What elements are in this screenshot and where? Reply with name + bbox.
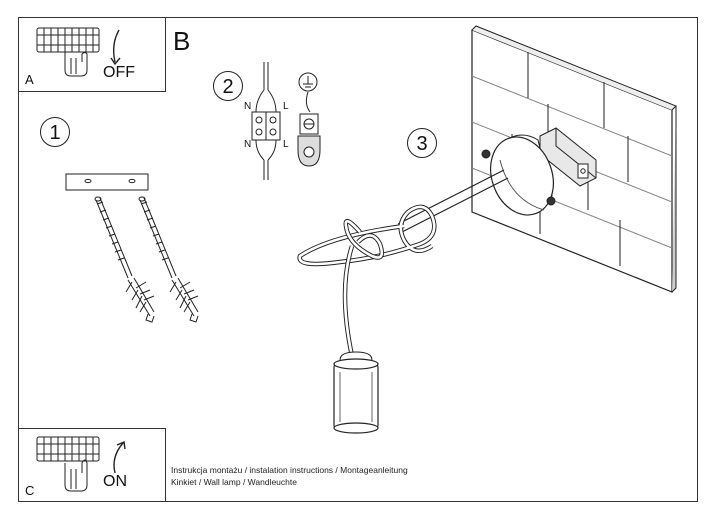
- mounting-bracket: [65, 173, 149, 191]
- lamp-arm: [397, 169, 509, 233]
- dowel-right: [169, 277, 199, 323]
- panel-c-letter: C: [25, 483, 35, 498]
- hanging-cord: [342, 245, 355, 357]
- screw-left: [94, 196, 133, 279]
- panel-a-state: OFF: [103, 64, 135, 81]
- terminal-label-l-bottom: L: [283, 139, 289, 150]
- caption-line-1: Instrukcja montażu / instalation instruc…: [171, 465, 408, 475]
- breaker-off-illustration: [36, 27, 121, 77]
- breaker-on-illustration: [36, 436, 126, 492]
- canopy: [481, 134, 556, 216]
- drawing-frame: [18, 17, 698, 502]
- panel-b-letter: B: [173, 26, 191, 56]
- step-1-number: 1: [40, 117, 70, 147]
- panel-a-letter: A: [25, 72, 34, 87]
- caption-line-2: Kinkiet / Wall lamp / Wandleuchte: [171, 477, 297, 487]
- panel-c-state: ON: [103, 473, 127, 490]
- terminal-block: [251, 62, 281, 180]
- step-3-number: 3: [407, 128, 437, 158]
- panel-a-breaker-off: A OFF: [18, 17, 166, 92]
- ground-terminal: [297, 72, 321, 167]
- cable-loop: [297, 204, 437, 267]
- terminal-label-l-top: L: [283, 101, 289, 112]
- panel-c-breaker-on: C ON: [18, 428, 166, 502]
- dowel-left: [125, 277, 155, 323]
- terminal-label-n-top: N: [244, 101, 252, 112]
- lamp-socket: [333, 351, 379, 434]
- screw-right: [138, 196, 177, 279]
- terminal-label-n-bottom: N: [244, 139, 252, 150]
- step-2-number: 2: [213, 71, 243, 101]
